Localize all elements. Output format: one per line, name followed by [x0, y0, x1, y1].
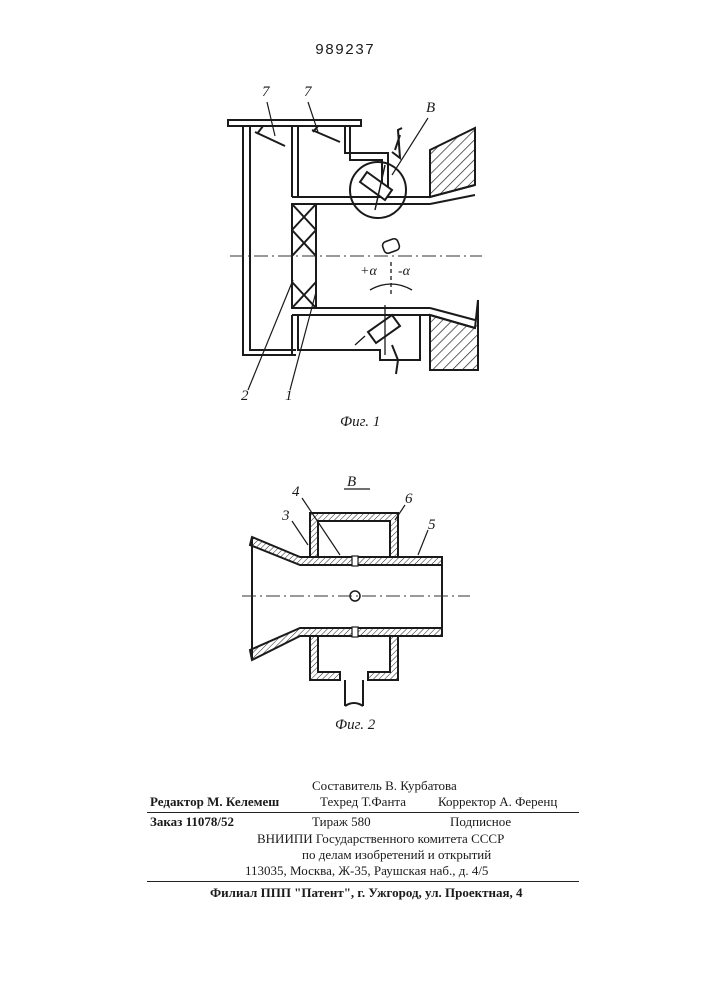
fig2-view-b: В [347, 474, 356, 491]
colophon-branch: Филиал ППП "Патент", г. Ужгород, ул. Про… [210, 885, 523, 901]
colophon-org-line2: по делам изобретений и открытий [302, 847, 491, 863]
colophon-circulation: Тираж 580 [312, 814, 371, 830]
colophon-rule-2 [147, 881, 579, 882]
colophon-compiler: Составитель В. Курбатова [312, 778, 457, 794]
colophon-editor: Редактор М. Келемеш [150, 794, 279, 810]
colophon-order: Заказ 11078/52 [150, 814, 234, 830]
colophon-techred: Техред Т.Фанта [320, 794, 406, 810]
colophon-rule-1 [147, 812, 579, 813]
colophon-subscription: Подписное [450, 814, 511, 830]
fig2-stem [345, 680, 363, 706]
fig2-ref-5: 5 [428, 517, 436, 534]
fig2-ref-4: 4 [292, 484, 300, 501]
fig2-ref-6: 6 [405, 491, 413, 508]
fig2-nozzle-3 [250, 537, 442, 660]
fig2-caption: Фиг. 2 [335, 717, 375, 734]
colophon-corrector: Корректор А. Ференц [438, 794, 557, 810]
colophon-address: 113035, Москва, Ж-35, Раушская наб., д. … [245, 863, 488, 879]
fig2-ref-3: 3 [282, 508, 290, 525]
colophon-org-line1: ВНИИПИ Государственного комитета СССР [257, 831, 504, 847]
